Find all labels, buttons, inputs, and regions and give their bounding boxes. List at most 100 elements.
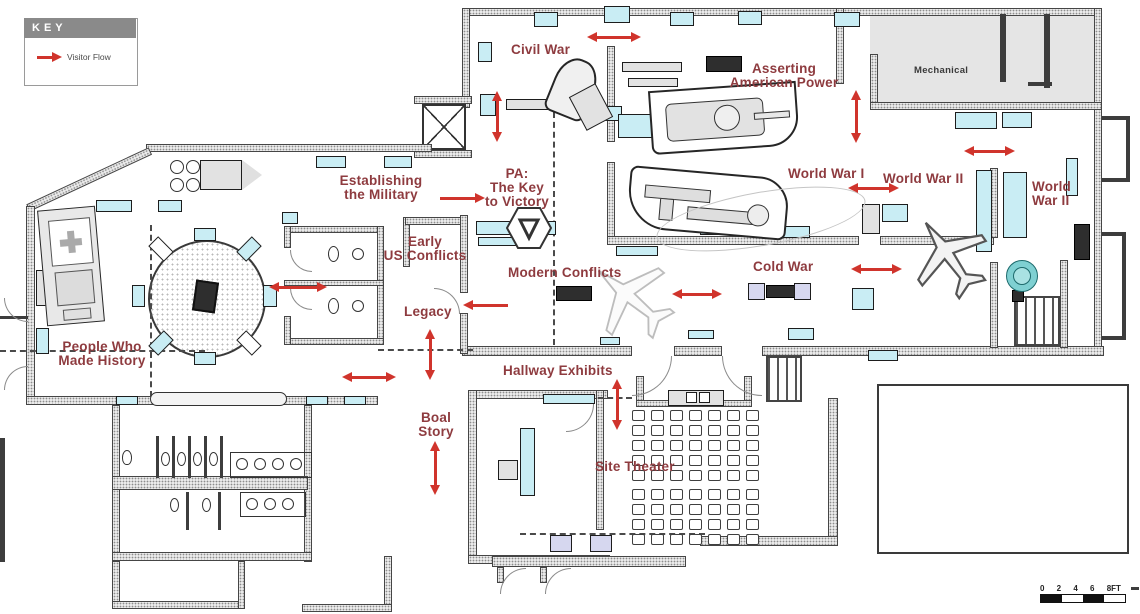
toilet (209, 452, 218, 466)
visitor-flow-arrow (278, 286, 318, 289)
key-legend-label: Visitor Flow (67, 52, 111, 62)
wall (146, 144, 432, 152)
scale-bar (1040, 594, 1126, 603)
wall (607, 46, 615, 142)
wall (607, 162, 615, 238)
room-label-world-war-ii: World War II (883, 172, 963, 186)
mechanical-room-fill (870, 12, 1098, 106)
room-label-modern-conflicts: Modern Conflicts (508, 266, 621, 280)
display-case (670, 12, 694, 26)
visitor-flow-arrow (973, 150, 1006, 153)
wall (462, 8, 1102, 16)
wall (1122, 232, 1126, 340)
stall-partition (188, 436, 191, 478)
wall (284, 316, 291, 345)
visitor-flow-arrow (472, 304, 508, 307)
wall (460, 313, 468, 354)
room-label-civil-war: Civil War (511, 43, 570, 57)
display-case (306, 396, 328, 405)
sink (246, 498, 258, 510)
toilet (122, 450, 132, 465)
display-case (96, 200, 132, 212)
wall (238, 561, 245, 609)
display-case (158, 200, 182, 212)
wall (870, 102, 1102, 110)
wall (284, 226, 384, 233)
wall (762, 346, 1104, 356)
wall (828, 398, 838, 538)
visitor-flow-arrow (434, 450, 437, 486)
door-swing (722, 356, 762, 396)
wagon-wheel (186, 178, 200, 192)
sink (290, 458, 302, 470)
sink (352, 248, 364, 260)
room-label-pa-the-key-to-victory: PA: The Key to Victory (478, 167, 556, 210)
room-label-establishing-the-military: Establishing the Military (330, 174, 432, 202)
wagon-nose (242, 160, 262, 190)
ambulance-bed (55, 269, 96, 306)
projector (498, 460, 518, 480)
sink (264, 498, 276, 510)
wall (468, 390, 477, 564)
display-case (788, 328, 814, 340)
room-label-boal-story: Boal Story (406, 411, 466, 439)
visitor-flow-arrow (351, 376, 387, 379)
door-swing (545, 568, 571, 594)
wall (1094, 8, 1102, 348)
display-case (1003, 172, 1027, 238)
display-case (882, 204, 908, 222)
display-case (194, 228, 216, 241)
bottom-right-room (877, 384, 1129, 554)
wagon-wheel (170, 178, 184, 192)
wagon-wheel (170, 160, 184, 174)
wall (1028, 82, 1052, 86)
display-case (688, 330, 714, 339)
wall (405, 217, 467, 225)
display-case (868, 350, 898, 361)
wall (462, 346, 632, 356)
display-case (316, 156, 346, 168)
scale-bar-ticks: 0 2 4 6 8FT (1040, 584, 1121, 593)
key-title: KEY (24, 18, 136, 38)
display-case (534, 12, 558, 27)
toilet (328, 298, 339, 314)
display-case (543, 394, 595, 404)
display-case (550, 535, 572, 552)
wall (26, 147, 152, 211)
ambulance-exhibit (37, 206, 105, 327)
sink (352, 300, 364, 312)
stall-partition (172, 436, 175, 478)
stairs (1014, 296, 1060, 346)
wall (1044, 14, 1050, 88)
wall (462, 8, 470, 108)
key-legend: KEY Visitor Flow (24, 18, 138, 86)
toilet (161, 452, 170, 466)
stall-partition (156, 436, 159, 478)
wagon-body (200, 160, 242, 190)
artillery-mount (658, 198, 674, 221)
ambulance-cross-icon (48, 217, 94, 266)
wall (1126, 116, 1130, 182)
wall (284, 226, 291, 248)
visitor-flow-arrow (596, 36, 632, 39)
toilet (177, 452, 186, 466)
room-label-site-theater: Site Theater (595, 460, 675, 474)
stall-partition (204, 436, 207, 478)
toilet (328, 246, 339, 262)
turret-exhibit-inner (1013, 267, 1031, 285)
wagon-wheel (186, 160, 200, 174)
visitor-flow-arrow (855, 99, 858, 134)
display-case (590, 535, 612, 552)
display-case (862, 204, 880, 234)
scale-bar-dash (1131, 587, 1139, 590)
control-booth-equipment (699, 392, 710, 403)
door-swing (290, 288, 312, 310)
platform-center-exhibit (192, 280, 219, 314)
sink (272, 458, 284, 470)
control-booth-equipment (686, 392, 697, 403)
door-swing (566, 404, 594, 432)
stall-partition (186, 492, 189, 530)
wall (384, 556, 392, 608)
wall (540, 567, 547, 583)
